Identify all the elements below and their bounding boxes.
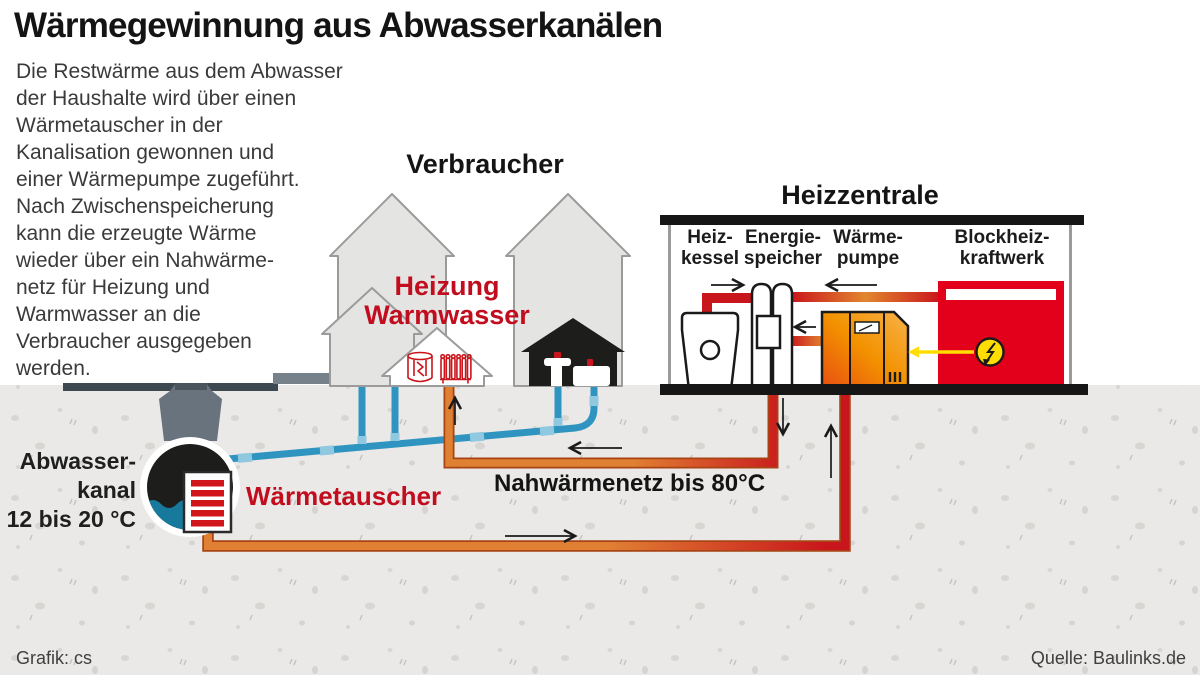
- small-white-house-icon: [381, 327, 493, 387]
- bathtub-icon: [573, 359, 610, 386]
- plant-wall: [1069, 224, 1072, 385]
- washbasin-icon: [544, 352, 571, 386]
- boiler-icon: [680, 311, 740, 392]
- curb-block: [273, 373, 330, 384]
- plant-floor: [660, 384, 1088, 395]
- return-pipe: [204, 386, 849, 550]
- credit-graphic: Grafik: cs: [16, 648, 93, 668]
- district-heating-pipes: [202, 386, 851, 552]
- pipe-couplings: [237, 396, 599, 463]
- house-icon: [321, 287, 423, 387]
- label-boiler: Heiz- kessel: [680, 227, 740, 270]
- label-chp: Blockheiz- kraftwerk: [954, 227, 1050, 270]
- plant-flow-arrows: [711, 285, 877, 327]
- electricity-icon: [908, 337, 1005, 367]
- label-consumers: Verbraucher: [406, 149, 564, 179]
- label-sewer-canal: Abwasser- kanal 12 bis 20 °C: [6, 448, 136, 532]
- flow-arrows: [455, 398, 831, 536]
- sewage-main-pipe: [227, 385, 598, 463]
- heat-pump-icon: [820, 310, 910, 390]
- credit-source: Quelle: Baulinks.de: [1030, 648, 1186, 668]
- boiler-pipe: [702, 293, 754, 318]
- storage-tank-icon: [750, 282, 794, 394]
- radiator-icon: [440, 353, 472, 384]
- intro-text: Die Restwärme aus dem Abwasser der Haush…: [16, 60, 343, 380]
- heating-plant: [660, 215, 1088, 395]
- sewage-pipe-network: [227, 382, 599, 463]
- label-heating-plant: Heizzentrale: [781, 180, 939, 210]
- water-heater-icon: [407, 351, 433, 383]
- label-heat-exchanger: Wärmetauscher: [246, 481, 442, 511]
- label-district-network: Nahwärmenetz bis 80°C: [494, 470, 766, 497]
- street-surface: [63, 383, 278, 391]
- page-title: Wärmegewinnung aus Abwasserkanälen: [14, 6, 663, 45]
- plant-wall: [668, 224, 671, 385]
- label-energy-storage: Energie- speicher: [743, 227, 823, 270]
- consumer-houses: [321, 193, 631, 387]
- label-heating-hot-water: Heizung Warmwasser: [364, 271, 530, 331]
- dark-house-icon: [521, 318, 625, 386]
- supply-pipe: [445, 386, 777, 467]
- plant-roof: [660, 215, 1084, 225]
- chp-unit-icon: [938, 281, 1064, 388]
- manhole-funnel: [159, 383, 222, 441]
- label-heat-pump: Wärme- pumpe: [833, 227, 903, 270]
- heat-exchanger-icon: [182, 470, 233, 534]
